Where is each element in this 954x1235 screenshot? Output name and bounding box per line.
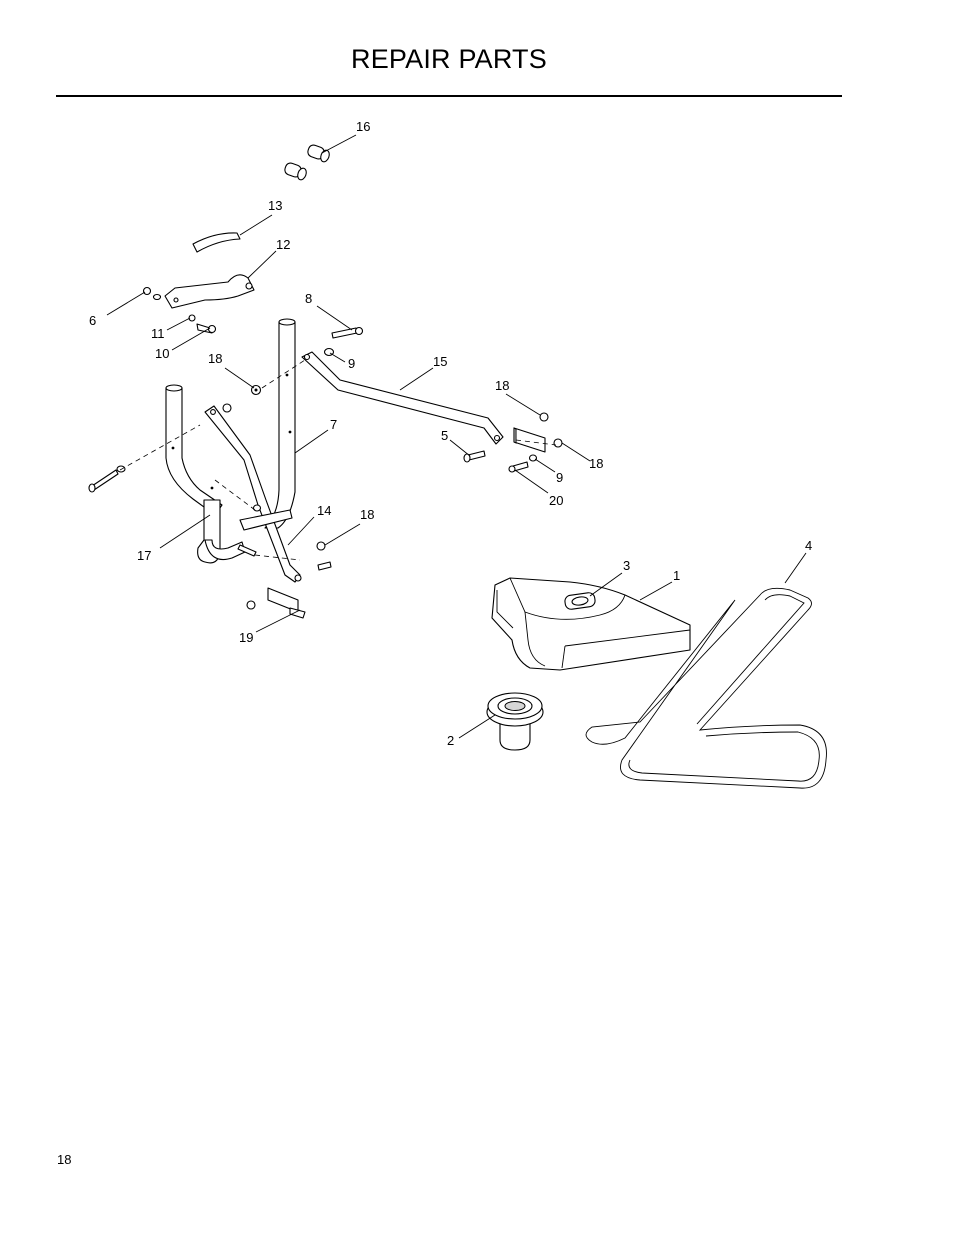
callout-10: 10: [155, 346, 169, 361]
callout-11: 11: [151, 326, 165, 341]
callout-20: 20: [549, 493, 563, 508]
page-title: REPAIR PARTS: [351, 44, 547, 74]
part-16-caps: [284, 144, 330, 181]
part-19-plate: [267, 587, 306, 619]
callout-18-right: 18: [589, 456, 603, 471]
callout-12: 12: [276, 237, 290, 252]
callout-8: 8: [305, 291, 312, 306]
callout-19: 19: [239, 630, 253, 645]
title-divider: [56, 95, 842, 97]
part-1-belt-cover: [491, 577, 691, 671]
part-7-tube: [264, 318, 296, 529]
part-14-arm: [204, 405, 302, 583]
alignment-lines: [119, 359, 557, 561]
hardware-fasteners: [88, 326, 563, 610]
callout-labels: 16 13 12 6 11 10 8 9 18 15 7 18 5 18 9 2…: [89, 119, 812, 748]
callout-16: 16: [356, 119, 370, 134]
callout-7: 7: [330, 417, 337, 432]
leader-lines: [106, 134, 807, 739]
callout-1: 1: [673, 568, 680, 583]
part-17-tube: [165, 384, 246, 564]
part-4-belt: [585, 587, 827, 789]
callout-15: 15: [433, 354, 447, 369]
callout-9-upper: 9: [348, 356, 355, 371]
callout-4: 4: [805, 538, 812, 553]
callout-3: 3: [623, 558, 630, 573]
page-number: 18: [57, 1152, 72, 1167]
callout-17: 17: [137, 548, 151, 563]
part-12-bracket: [164, 274, 255, 309]
callout-18-right-top: 18: [495, 378, 509, 393]
hardware-6-10-11: [142, 286, 217, 334]
part-13-strap: [192, 232, 241, 253]
part-2-pulley: [486, 692, 544, 751]
callout-14: 14: [317, 503, 331, 518]
callout-9-lower: 9: [556, 470, 563, 485]
callout-6: 6: [89, 313, 96, 328]
callout-18-lower: 18: [360, 507, 374, 522]
callout-5: 5: [441, 428, 448, 443]
callout-2: 2: [447, 733, 454, 748]
part-15-rod: [301, 351, 504, 445]
bracket-plate-right: [513, 427, 546, 453]
callout-18-left: 18: [208, 351, 222, 366]
callout-13: 13: [268, 198, 282, 213]
